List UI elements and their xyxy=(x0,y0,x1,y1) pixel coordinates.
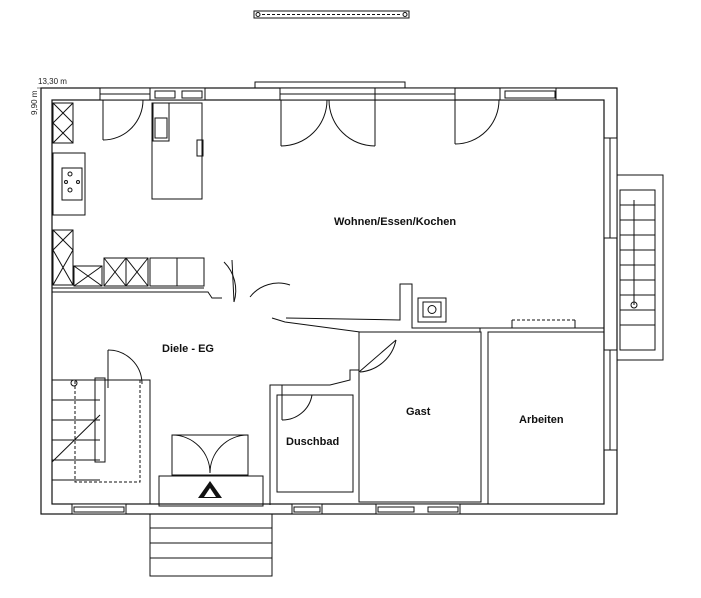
depth-dimension-label: 9,90 m xyxy=(30,90,39,115)
room-label-study: Arbeiten xyxy=(519,414,564,426)
top-wall-windows xyxy=(99,81,557,101)
bathroom xyxy=(276,385,354,493)
room-label-hall: Diele - EG xyxy=(162,343,214,355)
right-rooms-walls xyxy=(269,319,605,505)
right-wall-windows xyxy=(603,137,618,451)
exterior-stair-right xyxy=(616,174,664,361)
interior-wall-hall xyxy=(52,259,481,333)
chimney xyxy=(417,297,447,323)
north-triangle-icon xyxy=(198,481,222,498)
bottom-wall-windows xyxy=(71,503,461,515)
room-label-living: Wohnen/Essen/Kochen xyxy=(334,216,457,228)
living-door-swings xyxy=(102,99,500,147)
interior-stair xyxy=(51,349,151,505)
stove-icon xyxy=(64,171,80,193)
entry-doors xyxy=(171,434,249,476)
guest-door xyxy=(358,339,397,373)
entry-porch xyxy=(149,475,273,577)
room-label-guest: Gast xyxy=(406,406,431,418)
top-window-symbol xyxy=(253,10,410,19)
kitchen-counter-bottom xyxy=(73,257,205,287)
width-dimension-label: 13,30 m xyxy=(38,77,67,86)
kitchen-counter-left xyxy=(52,102,86,286)
kitchen-island xyxy=(151,102,204,200)
outer-walls xyxy=(40,87,618,515)
room-label-bath: Duschbad xyxy=(286,436,340,448)
